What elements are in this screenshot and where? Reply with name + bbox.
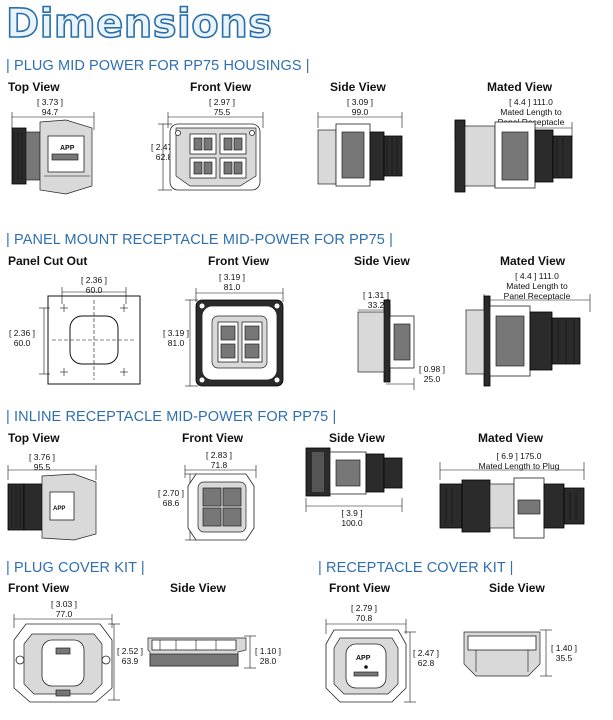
plug-side-view-drawing: [317, 123, 403, 187]
section-heading-plug-mid-power: | PLUG MID POWER FOR PP75 HOUSINGS |: [6, 58, 310, 74]
dim-mated-note-2: Panel Receptacle: [503, 291, 571, 301]
receptacle-mated-view-drawing: [465, 295, 581, 387]
plug-front-view-drawing: [169, 123, 261, 191]
dim-front-width-in: [ 2.79 ]: [351, 603, 377, 613]
svg-text:APP: APP: [53, 506, 65, 512]
dim-side-bottom-in: [ 0.98 ]: [419, 364, 445, 374]
section-heading-plug-cover-kit: | PLUG COVER KIT |: [6, 560, 145, 576]
section-heading-receptacle-cover-kit: | RECEPTACLE COVER KIT |: [318, 560, 514, 576]
dim-cut-height-in: [ 2.36 ]: [9, 328, 35, 338]
view-label-side: Side View: [170, 581, 226, 595]
view-label-front: Front View: [8, 581, 70, 595]
dim-front-height-mm: 68.6: [162, 498, 180, 508]
dim-mated-note-1: Mated Length to Plug: [478, 461, 560, 471]
dim-front-width-mm: 71.8: [210, 460, 228, 470]
dim-front-height-in: [ 2.47 ]: [151, 142, 177, 152]
dim-front-height-in: [ 3.19 ]: [163, 328, 189, 338]
dim-top-width-mm: 94.7: [41, 107, 59, 117]
dim-front-height-in: [ 2.52 ]: [117, 646, 143, 656]
dim-side-width-in: [ 3.9 ]: [341, 508, 363, 518]
panel-cut-out-drawing: [47, 295, 141, 385]
view-label-side: Side View: [330, 80, 386, 94]
inline-mated-view-drawing: [439, 477, 585, 539]
dim-side-width-mm: 100.0: [341, 518, 363, 528]
dim-front-height-in: [ 2.70 ]: [158, 488, 184, 498]
dim-front-height-mm: 62.8: [417, 658, 435, 668]
view-label-side: Side View: [489, 581, 545, 595]
dim-cut-width-in: [ 2.36 ]: [81, 275, 107, 285]
plug-cover-front-drawing: [13, 623, 113, 703]
view-label-mated: Mated View: [478, 431, 544, 445]
view-label-front: Front View: [190, 80, 252, 94]
dim-front-width-in: [ 2.83 ]: [206, 450, 232, 460]
dim-front-height-mm: 81.0: [167, 338, 185, 348]
inline-side-view-drawing: [305, 447, 403, 497]
inline-front-view-drawing: [187, 473, 255, 541]
dim-front-width-mm: 75.5: [213, 107, 231, 117]
plug-top-view-drawing: APP: [11, 119, 93, 195]
plug-mated-view-drawing: [454, 119, 573, 193]
dim-side-width-in: [ 3.09 ]: [347, 97, 373, 107]
plug-cover-side-drawing: [147, 637, 247, 667]
dim-mated-length: [ 4.4 ] 111.0: [515, 271, 559, 281]
dim-front-height-mm: 62.8: [155, 152, 173, 162]
view-label-panel-cut-out: Panel Cut Out: [8, 254, 88, 268]
dim-front-height-mm: 63.9: [121, 656, 139, 666]
svg-text:APP: APP: [60, 145, 75, 152]
dim-mated-note-1: Mated Length to: [500, 107, 562, 117]
view-label-front: Front View: [208, 254, 270, 268]
view-label-top: Top View: [8, 80, 60, 94]
inline-top-view-drawing: APP: [7, 473, 97, 541]
view-label-front: Front View: [329, 581, 391, 595]
dim-side-height-mm: 28.0: [259, 656, 277, 666]
dim-side-width-mm: 99.0: [351, 107, 369, 117]
dim-side-top-mm: 33.2: [367, 300, 385, 310]
app-logo: APP: [356, 655, 371, 662]
view-label-side: Side View: [354, 254, 410, 268]
view-label-front: Front View: [182, 431, 244, 445]
view-label-top: Top View: [8, 431, 60, 445]
dim-top-width-in: [ 3.73 ]: [37, 97, 63, 107]
dim-front-width-in: [ 3.19 ]: [219, 272, 245, 282]
dim-side-top-in: [ 1.31 ]: [363, 290, 389, 300]
dim-front-width-in: [ 2.97 ]: [209, 97, 235, 107]
dim-side-bottom-mm: 25.0: [423, 374, 441, 384]
receptacle-cover-front-drawing: APP: [325, 629, 407, 703]
dim-front-width-mm: 81.0: [223, 282, 241, 292]
page-title: Dimensions: [5, 0, 273, 48]
view-label-mated: Mated View: [487, 80, 553, 94]
dim-mated-note-1: Mated Length to: [506, 281, 568, 291]
dim-front-width-in: [ 3.03 ]: [51, 599, 77, 609]
section-heading-panel-mount: | PANEL MOUNT RECEPTACLE MID-POWER FOR P…: [6, 232, 393, 248]
dim-mated-length: [ 4.4 ] 111.0: [509, 97, 553, 107]
dim-side-height-in: [ 1.10 ]: [255, 646, 281, 656]
dim-cut-height-mm: 60.0: [13, 338, 31, 348]
dim-front-height-in: [ 2.47 ]: [413, 648, 439, 658]
dim-side-height-mm: 35.5: [555, 653, 573, 663]
dim-top-width-in: [ 3.76 ]: [29, 452, 55, 462]
dim-front-width-mm: 77.0: [55, 609, 73, 619]
dim-side-height-in: [ 1.40 ]: [551, 643, 577, 653]
dim-front-width-mm: 70.8: [355, 613, 373, 623]
receptacle-cover-side-drawing: [463, 631, 541, 677]
dim-top-width-mm: 95.5: [33, 462, 51, 472]
receptacle-front-view-drawing: [195, 299, 284, 387]
dim-mated-length: [ 6.9 ] 175.0: [496, 451, 542, 461]
view-label-mated: Mated View: [500, 254, 566, 268]
receptacle-side-view-drawing: [357, 299, 415, 383]
dim-cut-width-mm: 60.0: [85, 285, 103, 295]
section-heading-inline-receptacle: | INLINE RECEPTACLE MID-POWER FOR PP75 |: [6, 409, 337, 425]
view-label-side: Side View: [329, 431, 385, 445]
